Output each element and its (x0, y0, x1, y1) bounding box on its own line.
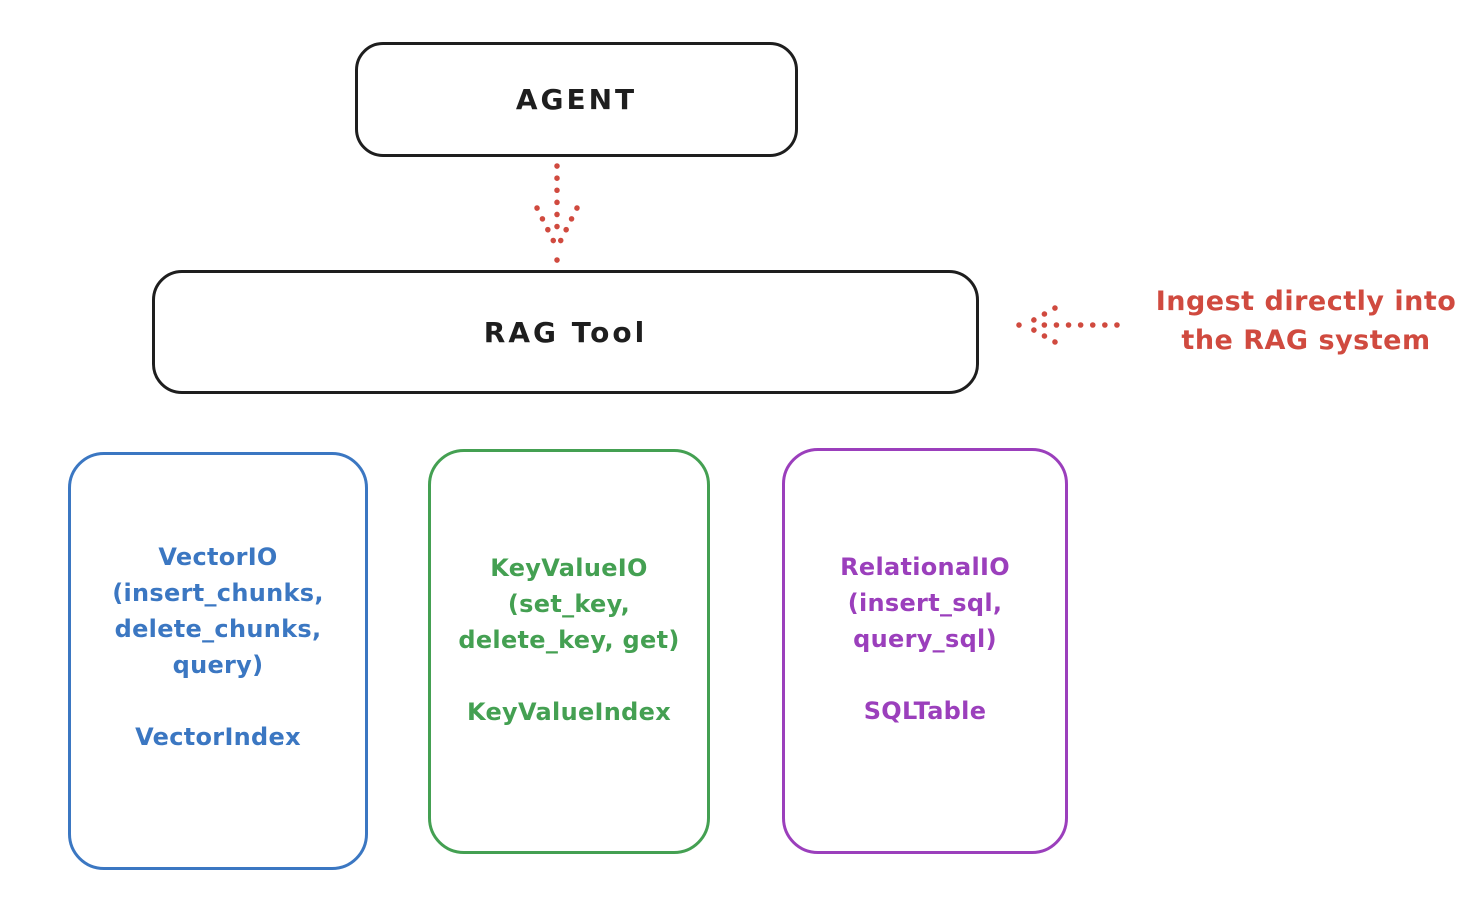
vector-io-interface-label: VectorIO (insert_chunks, delete_chunks, … (112, 543, 324, 679)
keyvalue-io-interface-label: KeyValueIO (set_key, delete_key, get) (458, 554, 680, 654)
agent-label: AGENT (515, 83, 638, 116)
keyvalue-io-box: KeyValueIO (set_key, delete_key, get) Ke… (428, 449, 710, 854)
ingest-arrow (1016, 305, 1120, 345)
vector-io-box: VectorIO (insert_chunks, delete_chunks, … (68, 452, 368, 870)
rag-tool-label: RAG Tool (483, 315, 648, 349)
rag-tool-box: RAG Tool (152, 270, 979, 394)
relational-io-box: RelationalIO (insert_sql, query_sql) SQL… (782, 448, 1068, 854)
sql-table-label: SQLTable (863, 697, 987, 725)
relational-io-interface-label: RelationalIO (insert_sql, query_sql) (840, 553, 1010, 653)
ingest-annotation: Ingest directly into the RAG system (1155, 286, 1457, 357)
keyvalue-index-label: KeyValueIndex (467, 698, 671, 726)
vector-index-label: VectorIndex (135, 723, 301, 751)
agent-to-rag-arrow (534, 163, 580, 263)
agent-box: AGENT (355, 42, 798, 157)
